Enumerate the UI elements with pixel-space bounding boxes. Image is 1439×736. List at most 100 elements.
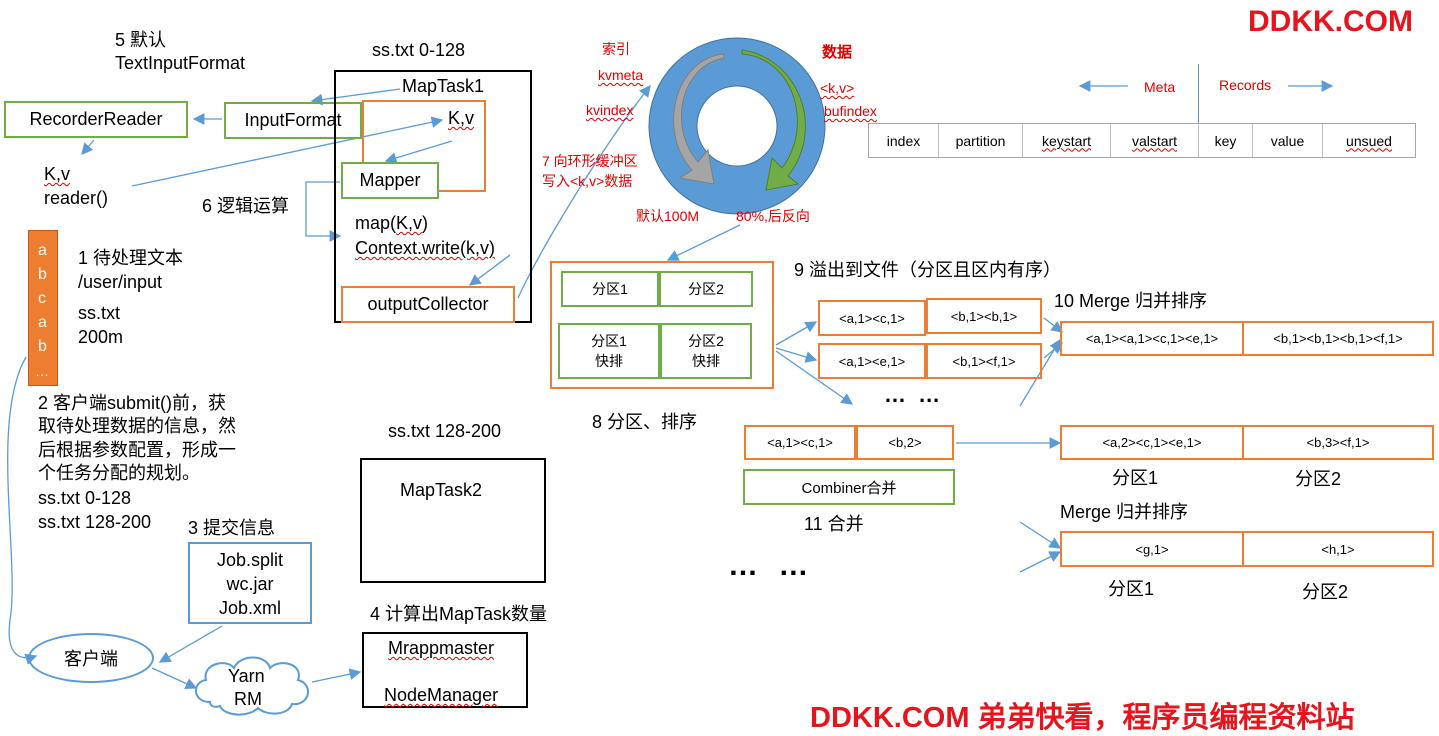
maptask1-kv: K,v [448, 108, 475, 128]
merge2-label-p2: 分区2 [1302, 582, 1349, 602]
arrow-yarn-mr [311, 668, 362, 683]
partition2-sort-box: 分区2 快排 [660, 323, 752, 379]
spill-ellipsis: … … [884, 382, 944, 407]
ring-kvmeta: kvmeta [598, 67, 644, 83]
arrow-collector-ring [517, 84, 651, 299]
file-char: b [38, 266, 47, 283]
meta-cell-index: index [869, 124, 939, 157]
job-files-box: Job.split wc.jar Job.xml [188, 542, 312, 624]
merge-part1: <a,1><a,1><c,1><e,1> [1060, 321, 1244, 356]
records-label: Records [1219, 77, 1272, 93]
step2-split2: ss.txt 128-200 [38, 512, 152, 532]
ring-threshold: 80%,后反向 [736, 208, 810, 224]
ring-bufindex: bufindex [824, 103, 877, 119]
job-file: Job.split [216, 550, 284, 570]
file-char: a [38, 242, 47, 259]
maptask2-box: MapTask2 [360, 458, 546, 583]
file-strip: a b c a b … [28, 230, 58, 386]
bottom-ellipsis: … … [728, 549, 815, 582]
mrappmaster-label: Mrappmaster [388, 638, 495, 658]
step8-title: 8 分区、排序 [592, 412, 698, 432]
step2-line: 个任务分配的规划。 [38, 463, 200, 483]
step1-title: 1 待处理文本 [78, 248, 184, 268]
ring-kv: <k,v> [820, 80, 855, 96]
arrow-client-yarn [151, 667, 198, 690]
client-node: 客户端 [28, 633, 154, 683]
file-char: b [38, 338, 47, 355]
step1-file: ss.txt [78, 303, 121, 323]
spill2-part1: <a,1><e,1> [818, 343, 926, 379]
step10-title: 10 Merge 归并排序 [1054, 291, 1208, 311]
maptask2-range: ss.txt 128-200 [388, 421, 502, 441]
record-cell-value: value [1253, 124, 1323, 157]
arrow-kv-reader [131, 116, 444, 187]
reader-call: reader() [44, 188, 109, 208]
maptask1-title: MapTask1 [402, 76, 485, 96]
record-cell-unsued: unsued [1346, 132, 1392, 149]
maptask2-title: MapTask2 [400, 480, 483, 500]
arrow-recorder-kv [81, 139, 95, 155]
step2-line: 2 客户端submit()前，获 [38, 393, 227, 413]
spill1-part1: <a,1><c,1> [818, 300, 926, 336]
step9-title: 9 溢出到文件（分区且区内有序） [794, 260, 1062, 280]
arrow-files-client [158, 625, 223, 663]
step1-path: /user/input [78, 272, 163, 292]
partition1-sort-label: 分区1 [591, 333, 627, 349]
inputformat-box: InputFormat [224, 102, 362, 139]
step7-line2: 写入<k,v>数据 [542, 173, 633, 189]
arrow-merge2-b [1019, 551, 1062, 573]
recorder-reader-box: RecorderReader [4, 101, 188, 138]
maptask1-range: ss.txt 0-128 [372, 40, 466, 60]
yarn-label: Yarn [228, 666, 265, 686]
arrow-partition-spill3 [775, 350, 854, 405]
ring-kvindex: kvindex [586, 102, 634, 118]
output-collector-box: outputCollector [341, 286, 515, 323]
spill1-part2: <b,1><b,1> [926, 298, 1042, 334]
step2-split1: ss.txt 0-128 [38, 488, 132, 508]
step5-format: TextInputFormat [115, 53, 246, 73]
merge2-label-p1: 分区1 [1108, 579, 1155, 599]
meta-label: Meta [1144, 79, 1176, 95]
meta-cell-valstart: valstart [1111, 124, 1199, 157]
combined-label-p1: 分区1 [1112, 468, 1159, 488]
combiner-box: Combiner合并 [743, 469, 955, 505]
arrow-partition-spill1 [775, 321, 818, 346]
step2-line: 取待处理数据的信息，然 [38, 416, 236, 436]
partition-sort-box [550, 261, 774, 389]
reader-kv: K,v [44, 164, 71, 184]
brand-top: DDKK.COM [1248, 5, 1413, 38]
ring-data-label: 数据 [822, 44, 853, 61]
meta-cell-partition: partition [939, 124, 1023, 157]
job-file: wc.jar [226, 574, 274, 594]
file-char: c [38, 290, 46, 307]
ring-buffer [648, 37, 826, 215]
mapper-box: Mapper [341, 162, 439, 199]
file-char: … [35, 363, 49, 379]
map-call-args: K,v [396, 213, 423, 233]
arrow-partition-spill2 [775, 347, 818, 363]
combined-part1: <a,2><c,1><e,1> [1060, 425, 1244, 460]
step1-size: 200m [78, 327, 124, 347]
step6-title: 6 逻辑运算 [202, 196, 290, 216]
arrow-kv-mapper [384, 140, 453, 164]
step4-title: 4 计算出MapTask数量 [370, 604, 548, 624]
partition1-sort-quick: 快排 [595, 353, 623, 369]
spill2-part2: <b,1><f,1> [926, 343, 1042, 379]
combiner-input-part1: <a,1><c,1> [744, 425, 856, 460]
combiner-input-part2: <b,2> [856, 425, 954, 460]
arrow-maptask-inputformat [310, 88, 401, 106]
step5-title: 5 默认 [115, 30, 167, 50]
partition1-box: 分区1 [561, 271, 659, 307]
nodemanager-label: NodeManager [384, 685, 499, 705]
arrow-context-collector [468, 254, 511, 286]
combined-part2: <b,3><f,1> [1242, 425, 1434, 460]
merge2-title: Merge 归并排序 [1060, 502, 1189, 522]
merge-part2: <b,1><b,1><b,1><f,1> [1242, 321, 1434, 356]
step11-title: 11 合并 [804, 514, 864, 534]
combined-label-p2: 分区2 [1295, 469, 1342, 489]
bracket-logic [305, 181, 342, 242]
meta-records-table: index partition keystart valstart key va… [868, 123, 1416, 158]
arrow-ring-partition [666, 224, 741, 261]
meta-cell-keystart: keystart [1023, 124, 1111, 157]
